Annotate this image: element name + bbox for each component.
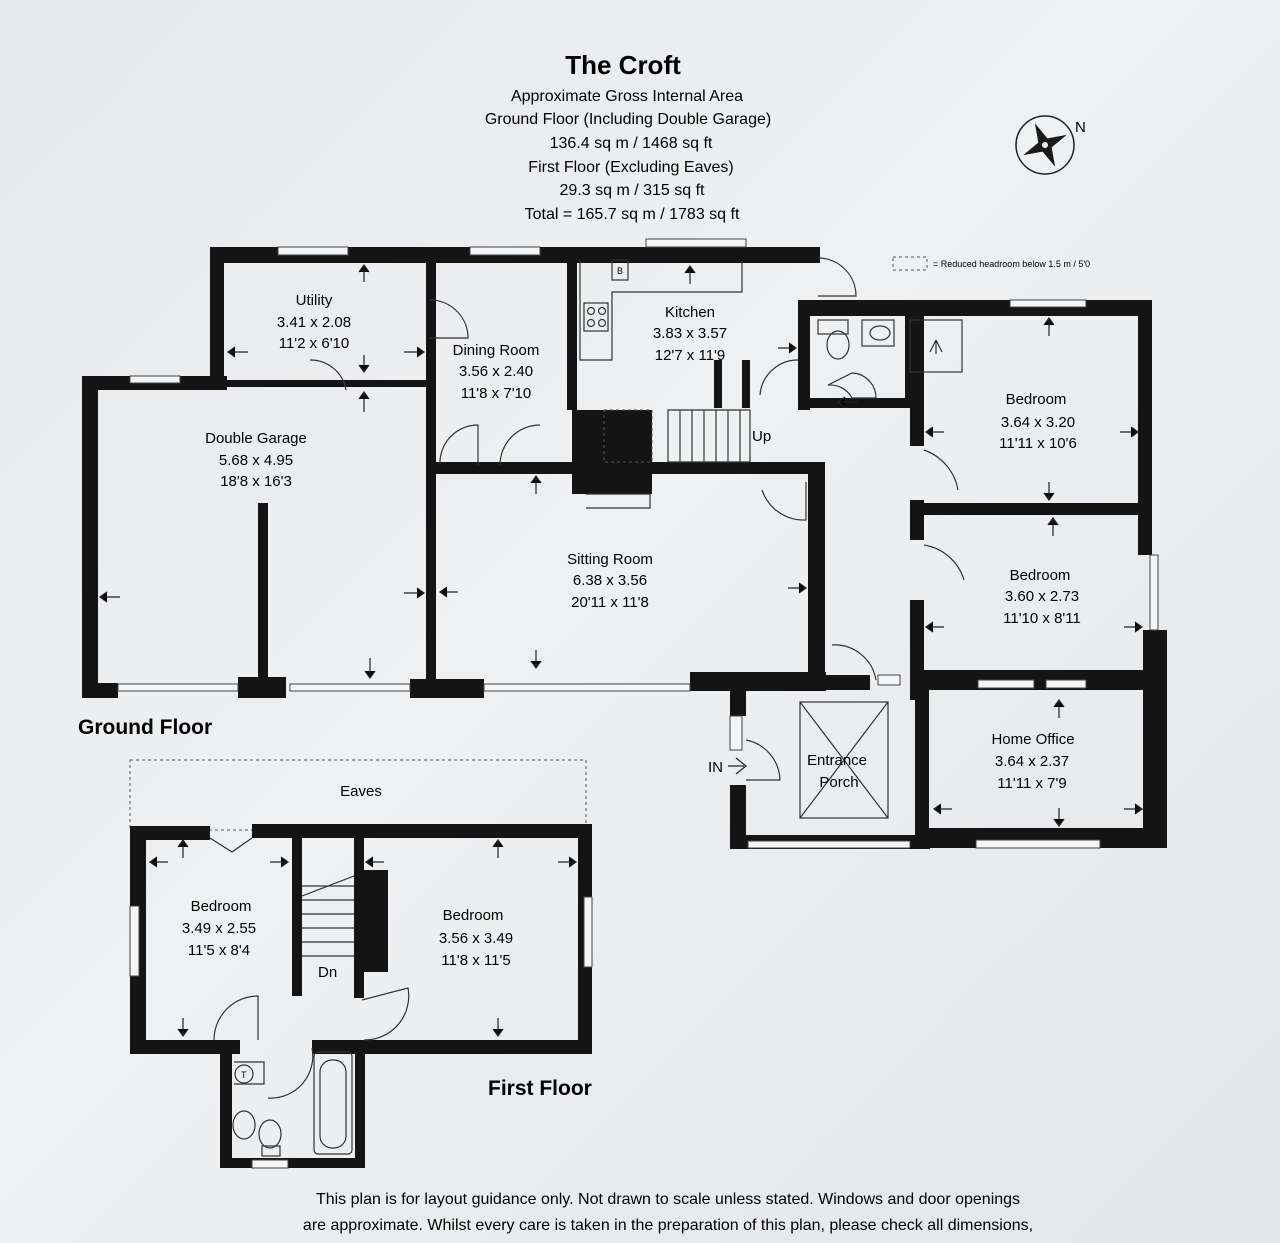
porch-name-line1: Entrance: [807, 752, 867, 769]
first-floor-stairs: Dn: [301, 875, 355, 981]
kitchen-fittings: B: [579, 259, 743, 361]
toilet-icon: [826, 330, 850, 360]
area-line-5: 29.3 sq m / 315 sq ft: [560, 182, 706, 199]
kitchen-metric: 3.83 x 3.57: [653, 325, 727, 342]
bedroom2-imperial: 11'10 x 8'11: [1003, 610, 1081, 627]
first-floor-dimension-arrows: [148, 838, 578, 1038]
shower-icon: [909, 319, 963, 373]
bathtub-icon: [313, 1051, 353, 1155]
entry-arrow-icon: [728, 757, 747, 775]
ground-floor-windows: [117, 238, 1159, 849]
sitting-name: Sitting Room: [567, 551, 653, 568]
garage-name: Double Garage: [205, 430, 307, 447]
area-line-2: Ground Floor (Including Double Garage): [485, 111, 771, 128]
kitchen-imperial: 12'7 x 11'9: [655, 347, 726, 364]
utility-metric: 3.41 x 2.08: [277, 314, 351, 331]
area-line-1: Approximate Gross Internal Area: [511, 88, 743, 105]
compass-icon: [1015, 115, 1075, 175]
ground-floor-labels: Utility 3.41 x 2.08 11'2 x 6'10 Dining R…: [205, 292, 1081, 792]
first-floor-windows: [129, 896, 593, 1169]
toilet-icon: [258, 1119, 282, 1149]
towel-rail-icon: [234, 1064, 254, 1084]
first-floor-labels: Bedroom 3.49 x 2.55 11'5 x 8'4 Bedroom 3…: [182, 898, 513, 969]
disclaimer-line-2: are approximate. Whilst every care is ta…: [303, 1217, 1033, 1234]
bedroom1-metric: 3.64 x 3.20: [1001, 414, 1075, 431]
entry-label: IN: [708, 759, 723, 776]
area-line-4: First Floor (Excluding Eaves): [528, 159, 733, 176]
toilet-cistern-icon: [817, 319, 849, 335]
eaves-outline: [129, 759, 587, 831]
sitting-metric: 6.38 x 3.56: [573, 572, 647, 589]
office-name: Home Office: [991, 731, 1074, 748]
first-bathroom-fixtures: T: [232, 1051, 353, 1157]
first-floor-doors: [209, 837, 410, 1099]
first-floor-label: First Floor: [488, 1077, 592, 1100]
wc-label: T: [241, 1070, 247, 1080]
plan-title: The Croft: [565, 50, 681, 80]
garage-imperial: 18'8 x 16'3: [220, 473, 292, 490]
basin-icon: [232, 1110, 256, 1140]
legend-swatch: [892, 256, 928, 271]
kitchen-name: Kitchen: [665, 304, 715, 321]
office-imperial: 11'11 x 7'9: [997, 775, 1066, 792]
office-metric: 3.64 x 2.37: [995, 753, 1069, 770]
ground-floor-label: Ground Floor: [78, 716, 212, 739]
bedroom-b-name: Bedroom: [443, 907, 504, 924]
porch-name-line2: Porch: [819, 774, 858, 791]
bedroom-b-imperial: 11'8 x 11'5: [441, 952, 510, 969]
sitting-imperial: 20'11 x 11'8: [571, 594, 649, 611]
legend-text: = Reduced headroom below 1.5 m / 5'0: [933, 259, 1090, 269]
porch-rooflight: [799, 701, 889, 819]
basin-icon: [861, 319, 895, 347]
eaves-label: Eaves: [340, 783, 382, 800]
header: The Croft Approximate Gross Internal Are…: [485, 50, 771, 223]
stair-up-label: Up: [752, 428, 771, 445]
ground-floor-doors: [309, 257, 965, 781]
bedroom2-metric: 3.60 x 2.73: [1005, 588, 1079, 605]
first-floor-walls: [130, 824, 592, 1168]
dining-imperial: 11'8 x 7'10: [461, 385, 532, 402]
compass-label: N: [1075, 119, 1086, 136]
dining-name: Dining Room: [453, 342, 540, 359]
disclaimer-line-1: This plan is for layout guidance only. N…: [316, 1191, 1020, 1208]
bedroom1-name: Bedroom: [1006, 391, 1067, 408]
ground-floor-stairs: Up: [586, 409, 771, 509]
bedroom1-imperial: 11'11 x 10'6: [999, 435, 1077, 452]
dining-metric: 3.56 x 2.40: [459, 363, 533, 380]
utility-name: Utility: [296, 292, 333, 309]
boiler-label: B: [617, 266, 623, 276]
bedroom-a-name: Bedroom: [191, 898, 252, 915]
bedroom2-name: Bedroom: [1010, 567, 1071, 584]
bedroom-a-metric: 3.49 x 2.55: [182, 920, 256, 937]
dimension-arrows: [98, 263, 1144, 828]
utility-imperial: 11'2 x 6'10: [279, 335, 350, 352]
ground-bathroom-fixtures: [817, 319, 963, 373]
garage-metric: 5.68 x 4.95: [219, 452, 293, 469]
area-line-3: 136.4 sq m / 1468 sq ft: [550, 135, 713, 152]
area-line-6: Total = 165.7 sq m / 1783 sq ft: [525, 206, 740, 223]
bedroom-b-metric: 3.56 x 3.49: [439, 930, 513, 947]
bedroom-a-imperial: 11'5 x 8'4: [188, 942, 250, 959]
stair-down-label: Dn: [318, 964, 337, 981]
